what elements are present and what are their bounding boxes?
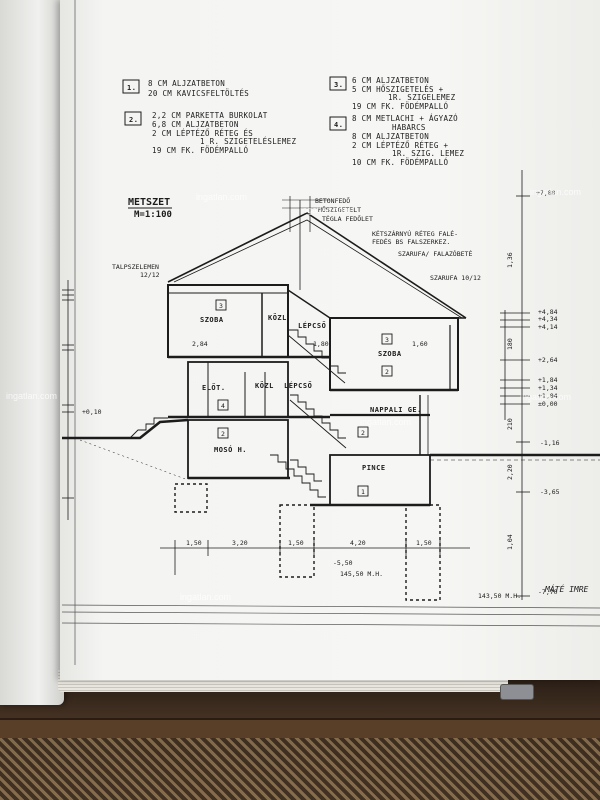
legend-2-line-5: 19 CM FK. FÖDÉMPALLÓ (152, 146, 248, 155)
elev-left: +0,10 (82, 408, 102, 416)
roof-note-2: HŐSZIGETELT (318, 205, 361, 214)
roof-note-7: SZARUFA 10/12 (430, 274, 481, 282)
elev-1-84: +1,84 (538, 376, 558, 384)
roof-note-5: FEDÉS BS FALSZERKEZ. (372, 237, 450, 246)
dim-stair-3: 1,60 (412, 340, 428, 348)
watermark-top: ingatlan.com (300, 205, 351, 215)
watermark-top-left: ingatlan.com (196, 192, 247, 202)
legend-4-line-4: 2 CM LÉPTÉZŐ RÉTEG + (352, 141, 448, 150)
watermark-top-right: ingatlan.com (530, 187, 581, 197)
room-moso: MOSÓ H. (214, 445, 247, 454)
side-dim-4: 2,20 (506, 464, 514, 480)
legend-3-num: 3. (334, 81, 343, 89)
room-pince: PINCE (362, 464, 386, 472)
roof-note-1: BETONFEDŐ (315, 196, 350, 205)
dim-bottom-4: 4,20 (350, 539, 366, 547)
talp-note-2: 12/12 (140, 271, 160, 279)
legend-2-num: 2. (129, 116, 138, 124)
elev-bottom-left-mh: 145,50 M.H. (340, 570, 383, 578)
room-nappali: NAPPALI GE. (370, 406, 422, 414)
signature: MÁTÉ IMRE (544, 583, 589, 594)
roof-note-6: SZARUFA/ FALAZÓBETÉ (398, 249, 472, 258)
marker-2-nappali: 2 (361, 429, 365, 437)
section-title: METSZET (128, 197, 170, 208)
room-szoba-upper-left: SZOBA (200, 316, 224, 324)
elev-4-34: +4,34 (538, 315, 558, 323)
elev-1-16: -1,16 (540, 439, 560, 447)
binder-clip (500, 684, 534, 700)
talp-note-1: TALPSZELEMEN (112, 263, 159, 271)
elev-bottom-left: -5,50 (333, 559, 353, 567)
dim-stair-1: 1,80 (313, 340, 329, 348)
legend-4-line-5: 1R. SZIG. LEMEZ (392, 149, 464, 158)
elev-bottom-right-mh: 143,50 M.H. (478, 592, 521, 600)
wicker-chair (0, 738, 600, 800)
legend-3-line-1: 6 CM ALJZATBETON (352, 76, 429, 85)
room-eloter: ELŐT. (202, 383, 226, 392)
legend-3-line-2: 5 CM HŐSZIGETELÉS + (352, 85, 444, 94)
legend-2-line-2: 6,8 CM ALJZATBETON (152, 120, 239, 129)
watermark-left: ingatlan.com (6, 391, 57, 401)
section-scale: M=1:100 (134, 210, 172, 220)
dim-bottom-3: 1,50 (288, 539, 304, 547)
legend-4-line-1: 8 CM METLACHI + ÁGYAZÓ (352, 114, 458, 123)
legend-1-num: 1. (127, 84, 136, 92)
room-kozl-upper: KÖZL (268, 313, 287, 322)
table-edge (0, 718, 600, 740)
elev-1-34: +1,34 (538, 384, 558, 392)
left-page (0, 0, 64, 705)
legend-3-line-3: 1R. SZIGELEMEZ (388, 93, 456, 102)
elev-4-84: +4,84 (538, 308, 558, 316)
legend-4-line-6: 10 CM FK. FÖDÉMPALLÓ (352, 158, 448, 167)
marker-4-mid: 4 (221, 402, 225, 410)
side-dim-5: 1,04 (506, 534, 514, 550)
legend-3-line-4: 19 CM FK. FÖDÉMPALLÓ (352, 102, 448, 111)
legend-4-line-2: HABARCS (392, 123, 426, 132)
dim-bottom-5: 1,50 (416, 539, 432, 547)
roof-note-4: KÉTSZÁRNYÚ RÉTEG FALÉ- (372, 229, 458, 238)
watermark-mid: ingatlan.com (360, 417, 411, 427)
elev-2-64: +2,64 (538, 356, 558, 364)
dim-bottom-1: 1,50 (186, 539, 202, 547)
dim-stair-2: 2,84 (192, 340, 208, 348)
legend-2-line-1: 2,2 CM PARKETTA BURKOLAT (152, 111, 268, 120)
roof-note-3: TÉGLA FEDŐLET (322, 214, 373, 223)
side-dim-1: 1,36 (506, 252, 514, 268)
marker-2-upper-right: 2 (385, 368, 389, 376)
legend-2-line-4: 1 R. SZIGETELÉSLEMEZ (200, 137, 296, 146)
elev-4-14: +4,14 (538, 323, 558, 331)
legend-1-line-1: 8 CM ALJZATBETON (148, 79, 225, 88)
dim-bottom-2: 3,20 (232, 539, 248, 547)
side-dim-2: 180 (506, 338, 514, 350)
legend-1-line-2: 20 CM KAVICSFELTÖLTÉS (148, 89, 249, 98)
elev-3-65: -3,65 (540, 488, 560, 496)
watermark-right: ingatlan.com (520, 392, 571, 402)
marker-2-lower: 2 (221, 430, 225, 438)
marker-3-upper-left: 3 (219, 302, 223, 310)
legend-4-line-3: 8 CM ALJZATBETON (352, 132, 429, 141)
room-lepcso-upper: LÉPCSŐ (298, 321, 326, 330)
watermark-bottom: ingatlan.com (180, 592, 231, 602)
elev-1-04: +1,04 (538, 392, 558, 400)
marker-3-upper-right: 3 (385, 336, 389, 344)
room-kozl-mid: KÖZL (255, 381, 274, 390)
room-lepcso-mid: LÉPCSŐ (284, 381, 312, 390)
marker-1-pince: 1 (361, 488, 365, 496)
elev-bottom-right: -7,70 (538, 588, 558, 596)
legend-4-num: 4. (334, 121, 343, 129)
elev-top: +7,80 (536, 189, 556, 197)
room-szoba-upper-right: SZOBA (378, 350, 402, 358)
legend-2-line-3: 2 CM LÉPTÉZŐ RÉTEG ÉS (152, 129, 253, 138)
side-dim-3: 210 (506, 418, 514, 430)
elev-0-00: ±0,00 (538, 400, 558, 408)
